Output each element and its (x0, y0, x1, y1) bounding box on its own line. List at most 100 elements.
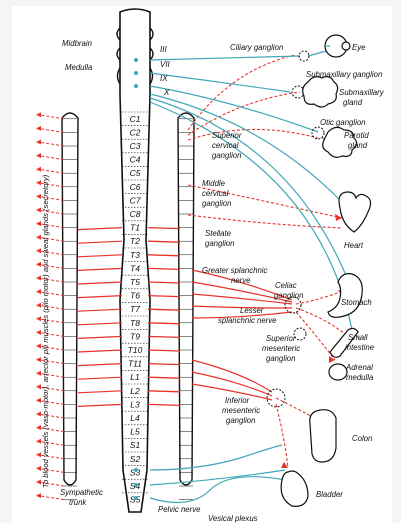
submaxillary-gland-label-1: Submaxillary (339, 88, 385, 97)
left-connector-fibre (78, 391, 122, 393)
superior-mesenteric-label-1: Superior (266, 334, 296, 343)
left-sympathetic-trunk (62, 113, 78, 485)
left-connector-fibre (78, 350, 122, 352)
body-wall-arrowhead (36, 140, 41, 145)
eye-label: Eye (352, 43, 366, 52)
inferior-mesenteric-fibres (192, 360, 272, 400)
segment-label-s1: S1 (130, 440, 141, 450)
segment-label-c4: C4 (130, 155, 141, 165)
right-connector-fibre (148, 296, 180, 297)
right-connector-fibre (148, 282, 180, 283)
cranial-nerve-x: X (163, 88, 170, 97)
right-connector-fibre (148, 268, 180, 269)
left-connector-fibre (78, 377, 122, 379)
sympathetic-trunk-label-1: Sympathetic (60, 488, 103, 497)
celiac-ganglion-label-2: ganglion (274, 291, 303, 300)
inferior-mesenteric-label-1: Inferior (225, 396, 250, 405)
segment-label-t4: T4 (130, 263, 140, 273)
ciliary-ganglion-label: Ciliary ganglion (230, 43, 283, 52)
submaxillary-ganglion-label: Submaxillary ganglion (306, 70, 382, 79)
body-wall-arrowhead (36, 493, 41, 498)
inferior-mesenteric-label-3: ganglion (226, 416, 255, 425)
left-connector-fibre (78, 228, 122, 230)
segment-label-t7: T7 (130, 304, 140, 314)
right-connector-fibre (148, 377, 180, 378)
superior-mesenteric-label-2: mesenteric (262, 344, 300, 353)
ciliary-ganglion (299, 51, 309, 61)
body-wall-arrowhead (36, 126, 41, 131)
cranial-nerve-ix: IX (160, 74, 168, 83)
stomach-label: Stomach (341, 298, 372, 307)
medulla-label: Medulla (65, 63, 93, 72)
segment-label-c5: C5 (130, 168, 141, 178)
right-connector-fibre (148, 391, 180, 392)
superior-mesenteric-label-3: ganglion (266, 354, 295, 363)
right-connector-fibre (148, 336, 180, 337)
segment-label-c6: C6 (130, 182, 141, 192)
segment-label-t3: T3 (130, 250, 140, 260)
right-connector-fibre (148, 323, 180, 324)
segment-label-t9: T9 (130, 331, 140, 341)
submaxillary-gland-organ (303, 77, 338, 107)
superior-cervical-label-2: cervical (212, 141, 239, 150)
segment-label-s2: S2 (130, 454, 141, 464)
segment-label-t1: T1 (130, 223, 140, 233)
middle-cervical-label-3: ganglion (202, 199, 231, 208)
left-trunk-connectors (78, 228, 122, 407)
segment-label-c1: C1 (130, 114, 141, 124)
side-note-label: To blood vessels (vaso-motor), arrector … (41, 174, 50, 488)
adrenal-medulla-organ (329, 364, 347, 380)
segment-label-l2: L2 (130, 386, 140, 396)
segment-label-l1: L1 (130, 372, 140, 382)
middle-cervical-label-2: cervical (202, 189, 229, 198)
segment-label-t2: T2 (130, 236, 140, 246)
right-connector-fibre (148, 404, 180, 405)
right-connector-fibre (148, 255, 180, 256)
segment-label-l4: L4 (130, 413, 140, 423)
body-wall-fibre (38, 142, 64, 146)
sympathetic-postganglionic (188, 55, 352, 468)
parotid-gland-label-1: Parotid (344, 131, 369, 140)
stellate-label-1: Stellate (205, 229, 232, 238)
segment-label-c7: C7 (130, 195, 141, 205)
colon-label: Colon (352, 434, 372, 443)
right-connector-fibre (148, 364, 180, 365)
otic-ganglion-label: Otic ganglion (320, 118, 366, 127)
body-wall-fibre (38, 169, 64, 173)
bladder-label: Bladder (316, 490, 343, 499)
body-wall-arrowhead (36, 153, 41, 158)
left-connector-fibre (78, 282, 122, 284)
greater-splanchnic-label-2: nerve (231, 276, 251, 285)
left-connector-fibre (78, 309, 122, 311)
segment-label-t10: T10 (128, 345, 143, 355)
celiac-ganglion-label-1: Celiac (275, 281, 297, 290)
adrenal-medulla-label-2: medulla (346, 373, 374, 382)
submaxillary-gland-label-2: gland (343, 98, 363, 107)
left-connector-fibre (78, 268, 122, 270)
right-trunk-connectors (148, 228, 180, 406)
adrenal-medulla-label-1: Adrenal (345, 363, 373, 372)
segment-label-t11: T11 (128, 359, 142, 369)
segment-label-l5: L5 (130, 427, 140, 437)
segment-label-c2: C2 (130, 127, 141, 137)
left-connector-fibre (78, 364, 122, 366)
cranial-nerve-iii: III (160, 45, 167, 54)
stellate-label-2: ganglion (205, 239, 234, 248)
heart-organ (339, 192, 371, 232)
segment-label-t8: T8 (130, 318, 140, 328)
sympathetic-trunk-label-2: trunk (69, 498, 87, 507)
left-connector-fibre (78, 336, 122, 338)
left-connector-fibre (78, 296, 122, 298)
right-sympathetic-trunk (178, 113, 194, 485)
small-intestine-label-2: intestine (345, 343, 375, 352)
vesical-plexus-label: Vesical plexus (208, 514, 258, 523)
segment-label-l3: L3 (130, 399, 140, 409)
cranial-nerve-vii: VII (160, 60, 171, 69)
segment-label-t6: T6 (130, 291, 140, 301)
body-wall-arrowhead (36, 167, 41, 172)
body-wall-fibre (38, 128, 64, 132)
greater-splanchnic-label-1: Greater splanchnic (202, 266, 268, 275)
right-connector-fibre (148, 228, 180, 229)
